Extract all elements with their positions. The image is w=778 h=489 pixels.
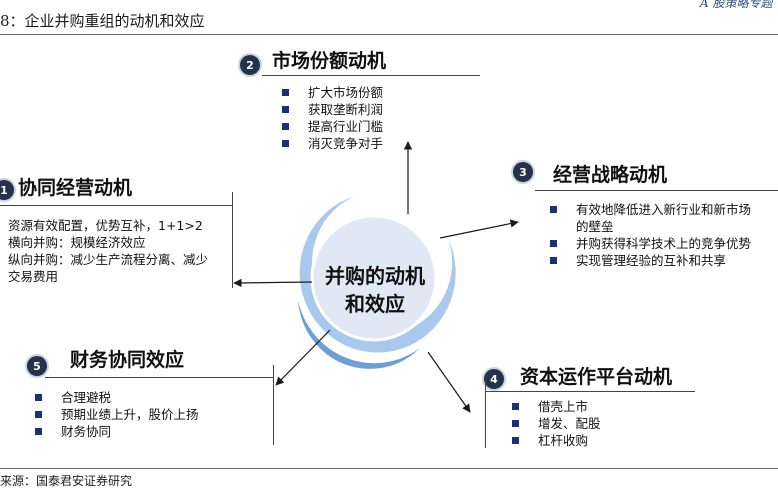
list-item: 财务协同 — [33, 423, 199, 440]
divider-finance — [45, 377, 273, 378]
list-item: 杠杆收购 — [510, 432, 601, 449]
list-market-share: 扩大市场份额 获取垄断利润 提高行业门槛 消灭竞争对手 — [280, 84, 383, 152]
list-item: 预期业绩上升，股价上扬 — [33, 406, 199, 423]
list-item: 有效地降低进入新行业和新市场 — [548, 201, 751, 218]
arrow-synergy — [233, 278, 313, 288]
bullet-square-icon — [282, 106, 289, 113]
badge-4: 4 — [484, 369, 504, 389]
bullet-square-icon — [35, 428, 42, 435]
list-item: 提高行业门槛 — [280, 118, 383, 135]
list-item: 消灭竞争对手 — [280, 135, 383, 152]
source-note: 来源：国泰君安证券研究 — [0, 474, 133, 488]
divider-capital — [485, 391, 695, 392]
divider-market-share — [262, 75, 480, 76]
divider-synergy-vertical — [232, 192, 233, 288]
divider-capital-vertical — [485, 380, 486, 448]
list-item-continuation: 的壁垒 — [576, 219, 614, 234]
divider-strategy — [535, 190, 778, 191]
center-label-line2: 和效应 — [345, 292, 405, 316]
list-item: 扩大市场份额 — [280, 84, 383, 101]
header-divider — [0, 34, 778, 35]
badge-1: 1 — [0, 180, 14, 200]
text-synergy: 资源有效配置，优势互补，1+1>2 横向并购：规模经济效应 纵向并购：减少生产流… — [8, 218, 209, 284]
list-item: 增发、配股 — [510, 415, 601, 432]
list-finance: 合理避税 预期业绩上升，股价上扬 财务协同 — [33, 389, 199, 440]
arrow-strategy — [439, 219, 519, 239]
divider-synergy — [0, 205, 232, 206]
bullet-square-icon — [282, 89, 289, 96]
footer-divider — [0, 468, 778, 469]
bullet-square-icon — [512, 420, 519, 427]
bullet-square-icon — [35, 411, 42, 418]
center-circle — [310, 214, 438, 342]
header-brand: A 股策略专题 — [700, 0, 773, 10]
bullet-square-icon — [512, 403, 519, 410]
arrow-finance — [275, 329, 331, 386]
list-item: 实现管理经验的互补和共享 — [548, 252, 751, 269]
title-strategy: 经营战略动机 — [553, 164, 668, 186]
bullet-square-icon — [550, 240, 557, 247]
list-item: 获取垄断利润 — [280, 101, 383, 118]
title-capital: 资本运作平台动机 — [520, 366, 673, 388]
bullet-square-icon — [35, 394, 42, 401]
figure-title: 8：企业并购重组的动机和效应 — [0, 12, 205, 30]
title-finance: 财务协同效应 — [70, 349, 185, 371]
bullet-square-icon — [512, 437, 519, 444]
ring-swoosh-dark — [298, 300, 420, 369]
badge-2: 2 — [240, 55, 260, 75]
center-label-line1: 并购的动机 — [325, 264, 425, 288]
bullet-square-icon — [550, 206, 557, 213]
arrow-capital — [427, 351, 471, 413]
title-synergy: 协同经营动机 — [18, 177, 133, 199]
list-item: 并购获得科学技术上的竞争优势 — [548, 235, 751, 252]
divider-finance-vertical — [273, 365, 274, 445]
badge-3: 3 — [513, 162, 533, 182]
badge-5: 5 — [27, 356, 47, 376]
list-item: 借壳上市 — [510, 398, 601, 415]
list-item: 合理避税 — [33, 389, 199, 406]
bullet-square-icon — [282, 123, 289, 130]
bullet-square-icon — [282, 140, 289, 147]
center-label: 并购的动机 和效应 — [300, 262, 450, 318]
list-strategy: 有效地降低进入新行业和新市场 的壁垒 并购获得科学技术上的竞争优势 实现管理经验… — [548, 201, 751, 269]
bullet-square-icon — [550, 257, 557, 264]
list-capital: 借壳上市 增发、配股 杠杆收购 — [510, 398, 601, 449]
title-market-share: 市场份额动机 — [272, 50, 387, 72]
